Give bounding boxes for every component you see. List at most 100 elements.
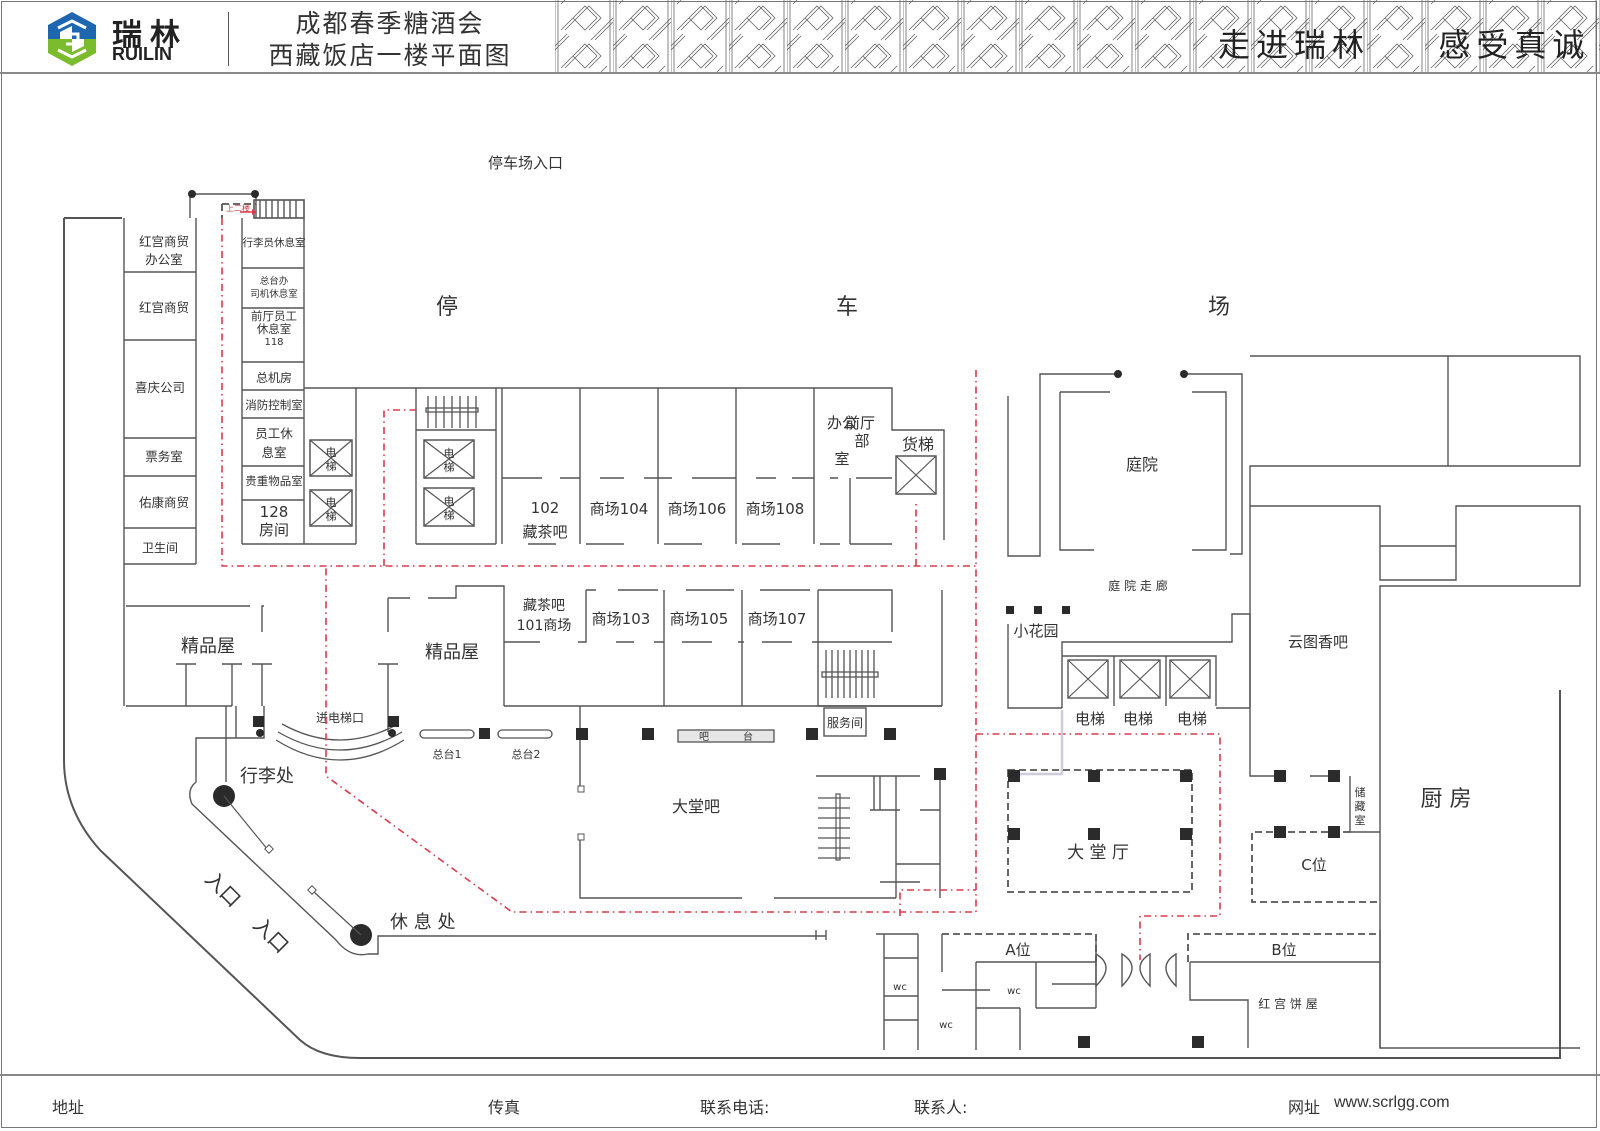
- front-desk-1: 总台1: [433, 747, 462, 761]
- room-valuables: 贵重物品室: [245, 474, 303, 488]
- room-luggage-staff: 行李员休息室: [243, 236, 306, 249]
- elevator-icon: 电 梯: [309, 489, 353, 527]
- contact-label: 联系人:: [914, 1098, 968, 1117]
- rest-area-label: 休 息 处: [390, 912, 455, 933]
- lobby-hall-label: 大 堂 厅: [1067, 843, 1129, 863]
- document-title-line2: 西藏饭店一楼平面图: [268, 41, 512, 70]
- shop-108: 商场108: [746, 500, 805, 518]
- room-staff-rest-l2: 息室: [261, 445, 286, 460]
- website-label: 网址: [1288, 1098, 1321, 1117]
- shop-107: 商场107: [748, 610, 807, 628]
- stair-frame: [189, 193, 257, 218]
- freight-elevator-label: 货梯: [902, 435, 934, 454]
- elevator-label: 电梯: [1177, 710, 1207, 728]
- elevator-lobby-walls: [1007, 613, 1251, 709]
- address-label: 地址: [52, 1098, 85, 1117]
- booth-c-label: C位: [1301, 856, 1326, 874]
- upstairs-hint: 上二楼: [226, 203, 250, 213]
- column-icon: [934, 768, 946, 780]
- storage-char: 储: [1355, 785, 1366, 799]
- rope-post-icon: [264, 844, 274, 854]
- staircase-icon: [818, 793, 850, 861]
- elevator-icon: [1169, 659, 1211, 699]
- svg-text:梯: 梯: [326, 460, 337, 473]
- svg-text:梯: 梯: [444, 509, 455, 522]
- front-office-char: 部: [854, 432, 869, 450]
- front-office-char: 室: [834, 450, 849, 468]
- svg-text:电: 电: [444, 447, 455, 460]
- shop-105: 商场105: [670, 610, 729, 628]
- elevator-entrance-label: 进电梯口: [316, 711, 364, 725]
- south-wc-walls: [876, 930, 1381, 1050]
- room-hongong-office-l2: 办公室: [145, 252, 183, 267]
- column-icon: [1034, 606, 1042, 614]
- svg-text:电: 电: [444, 495, 455, 508]
- room-128-l1: 128: [260, 503, 289, 521]
- upstairs-arrowhead-icon: [252, 209, 257, 215]
- column-icon: [1008, 770, 1020, 782]
- entrance-label-1: 入口: [200, 867, 245, 912]
- staircase-icon: [821, 650, 879, 698]
- elevator-entrance-steps: [275, 723, 405, 761]
- column-icon: [1062, 606, 1070, 614]
- pillar-marker: [577, 785, 585, 793]
- luggage-label: 行李处: [240, 766, 294, 787]
- building-outline: [63, 217, 1561, 1059]
- lobby-bar-label: 大堂吧: [672, 797, 720, 816]
- south-block-walls: [126, 585, 943, 707]
- connector-line: [1018, 710, 1064, 776]
- elevator-icon: 电 梯: [309, 439, 353, 477]
- staircase-icon: [253, 199, 305, 219]
- room-hongong-office-l1: 红宫商贸: [139, 234, 189, 249]
- elevator-icon: 电 梯: [423, 487, 475, 527]
- column-icon: [1328, 826, 1340, 838]
- room-ticket-office: 票务室: [145, 449, 183, 464]
- booth-a-area: [942, 933, 1097, 962]
- wc-label: wc: [1007, 986, 1021, 997]
- rope-line: [313, 891, 362, 936]
- bar-counter-char: 吧: [699, 732, 709, 743]
- kitchen-label: 厨 房: [1421, 787, 1472, 812]
- boutique-left: 精品屋: [181, 636, 235, 657]
- brand-name-cn: 瑞林: [112, 18, 188, 53]
- room-switchboard: 总机房: [256, 370, 292, 385]
- parking-entrance-label: 停车场入口: [488, 154, 563, 172]
- left-column-walls: [123, 218, 197, 706]
- column-icon: [576, 728, 588, 740]
- column-icon: [1006, 606, 1014, 614]
- ruilin-logo-icon: [48, 12, 96, 66]
- storage-char: 室: [1355, 813, 1366, 827]
- post-icon: [256, 729, 264, 737]
- shop-104: 商场104: [590, 500, 649, 518]
- storage-char: 藏: [1355, 800, 1366, 813]
- post-icon: [188, 190, 196, 198]
- svg-text:梯: 梯: [326, 510, 337, 523]
- room-fire-control: 消防控制室: [245, 398, 303, 412]
- header-divider: [228, 12, 229, 66]
- evacuation-route-west: [221, 218, 977, 913]
- door-icons: [1095, 952, 1177, 988]
- wc-label: wc: [893, 982, 907, 993]
- column-icon: [1274, 770, 1286, 782]
- bar-counter-char: 台: [743, 730, 753, 743]
- elevator-label: 电梯: [1123, 710, 1153, 728]
- service-room: 服务间: [827, 715, 863, 730]
- courtyard-walls: [1007, 373, 1243, 557]
- east-wing-walls: [1249, 355, 1581, 1049]
- post-icon: [251, 190, 259, 198]
- header: 瑞林 RUILIN 成都春季糖酒会 西藏饭店一楼平面图 走进瑞林 感受真诚: [0, 0, 1600, 74]
- room-front-staff-l2: 休息室: [257, 322, 292, 336]
- column-icon: [253, 716, 264, 727]
- column-icon: [479, 728, 490, 739]
- room-restroom: 卫生间: [142, 541, 178, 555]
- floor-plan: 停车场入口 停 车 场 上二楼 红宫商贸 办公室 红宫商贸 喜庆公司 票务室 佑…: [63, 154, 1581, 1059]
- parking-label-char: 停: [436, 295, 458, 320]
- front-desk-2: 总台2: [512, 747, 541, 761]
- website-link[interactable]: www.scrlgg.com: [1334, 1094, 1450, 1111]
- column-icon: [1192, 1036, 1204, 1048]
- room-128-l2: 房间: [259, 521, 289, 539]
- column-icon: [1180, 770, 1192, 782]
- north-block-walls: [356, 387, 945, 545]
- booth-c-area: [1251, 831, 1380, 903]
- slogan: 走进瑞林 感受真诚: [1218, 20, 1590, 66]
